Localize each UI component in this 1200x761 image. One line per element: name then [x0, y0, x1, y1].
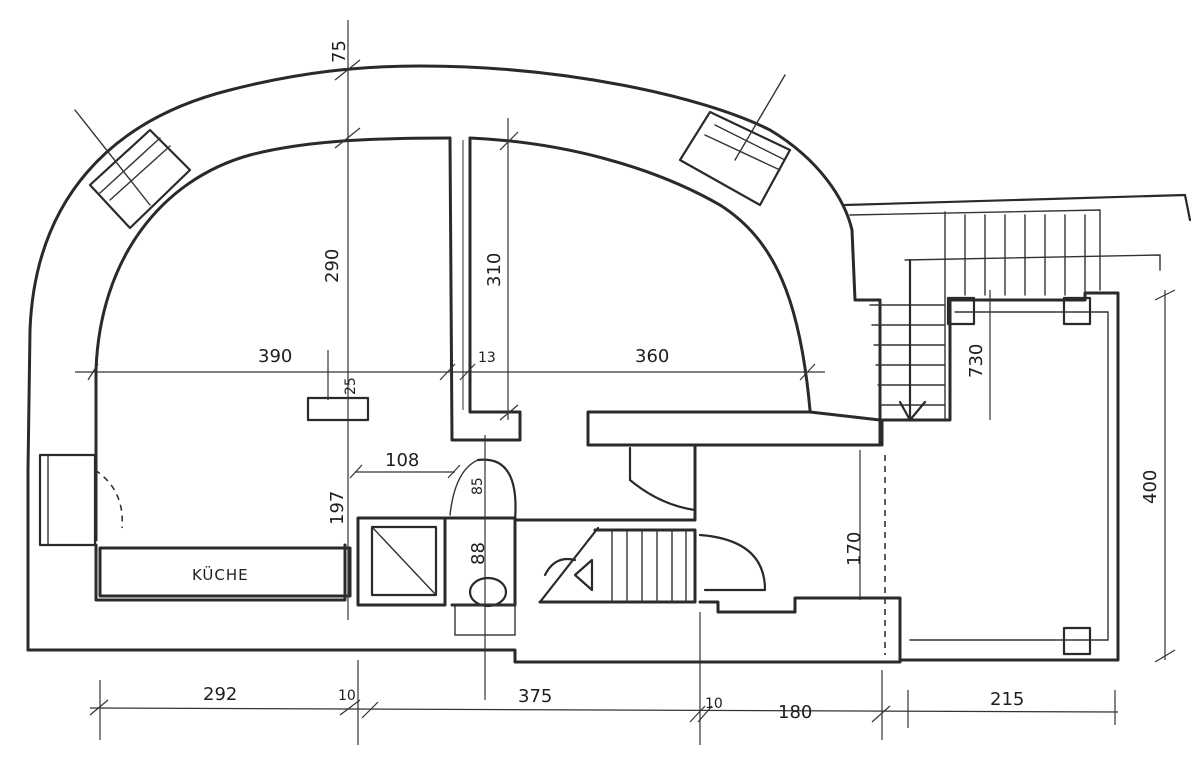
window-right-curve — [678, 74, 792, 207]
annex-inner-line — [909, 311, 1109, 641]
dim-290: 290 — [322, 249, 343, 283]
annex-pillar-tr — [1062, 296, 1092, 326]
annex-pillar-br — [1062, 626, 1092, 656]
inner-curved-wall-right — [468, 136, 812, 412]
dim-25: 25 — [343, 377, 359, 395]
dim-170: 170 — [844, 532, 865, 566]
outer-curved-wall — [26, 64, 854, 652]
dim-375: 375 — [518, 686, 552, 707]
dim-400: 400 — [1140, 470, 1161, 504]
bathroom-block — [356, 516, 447, 607]
dim-10-right: 10 — [705, 696, 723, 712]
shower — [370, 525, 438, 597]
dim-75: 75 — [329, 40, 350, 63]
dim-108: 108 — [385, 450, 419, 471]
door-arc-upper — [628, 446, 697, 512]
dim-10-left: 10 — [338, 688, 356, 704]
lower-outer-wall — [26, 596, 902, 664]
dim-13: 13 — [478, 350, 496, 366]
partition-right-wall — [586, 410, 882, 447]
internal-stair — [538, 526, 767, 604]
window-left-wall — [38, 453, 124, 547]
dimension-lines — [75, 20, 1176, 745]
dim-85: 85 — [470, 477, 486, 495]
hall-door-swing — [476, 458, 517, 522]
dim-197: 197 — [327, 491, 348, 525]
annex-pillar-tl — [946, 296, 976, 326]
dim-88: 88 — [468, 542, 489, 565]
curved-wall-outer-right — [850, 228, 882, 447]
window-left-curve — [74, 109, 192, 230]
external-stair — [843, 193, 1192, 422]
dim-180: 180 — [778, 702, 812, 723]
dim-730: 730 — [966, 344, 987, 378]
dim-292: 292 — [203, 684, 237, 705]
kitchen-counter — [98, 546, 352, 598]
room-label-kitchen: KÜCHE — [192, 565, 249, 584]
inner-curved-wall-left — [94, 136, 452, 542]
hall-wall-right — [513, 443, 697, 522]
dim-390: 390 — [258, 346, 292, 367]
annex-outer-wall — [880, 291, 1120, 662]
dim-310: 310 — [484, 253, 505, 287]
dim-360: 360 — [635, 346, 669, 367]
shower-diagonal — [371, 526, 437, 596]
dim-215: 215 — [990, 689, 1024, 710]
toilet — [468, 576, 508, 608]
lower-inner-wall — [94, 543, 347, 602]
pillar — [306, 396, 370, 422]
partition-left — [448, 136, 522, 442]
